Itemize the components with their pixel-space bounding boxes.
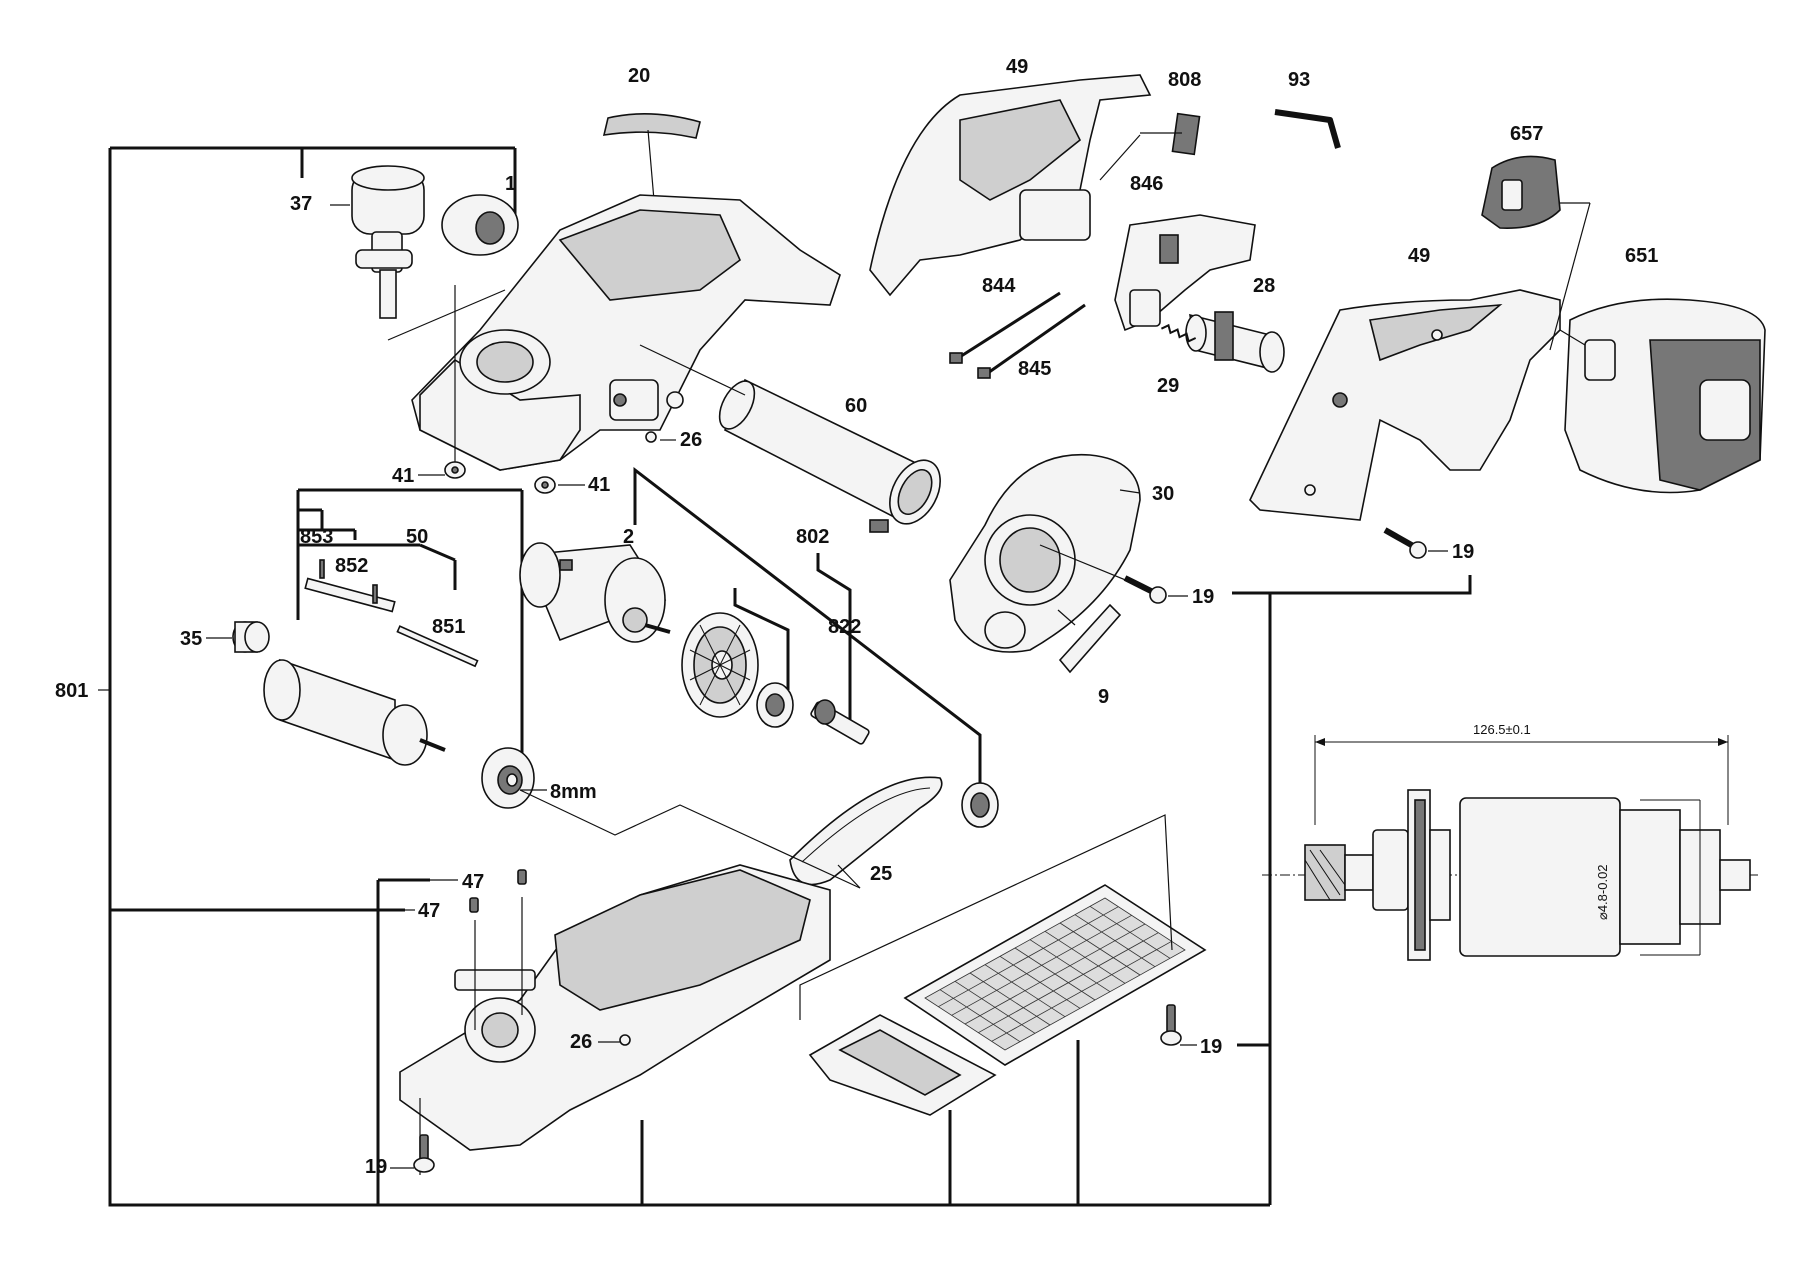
part-657-cap [1481, 155, 1561, 229]
assembly-bracket-50 [296, 488, 524, 770]
label-802: 802 [796, 526, 829, 548]
part-1-main-housing [411, 194, 841, 471]
part-47-pin-b [469, 897, 479, 913]
label-845: 845 [1018, 358, 1051, 380]
label-2: 2 [623, 526, 634, 548]
part-822-shaft [810, 699, 870, 745]
part-851-blade [396, 625, 479, 668]
part-852-blade [304, 577, 396, 613]
label-26-bottom: 26 [570, 1031, 592, 1053]
sole-grid-line [951, 914, 1132, 1016]
label-30: 30 [1152, 483, 1174, 505]
label-808: 808 [1168, 69, 1201, 91]
label-49-top: 49 [1006, 56, 1028, 78]
part-29-spring [1160, 323, 1197, 343]
part-sole-plate [903, 884, 1207, 1066]
part-808-label [1171, 112, 1201, 156]
assembly-bracket-801 [108, 146, 1472, 1207]
label-41-left: 41 [392, 465, 414, 487]
label-leaders [98, 204, 1448, 1169]
part-26-screw-b [619, 1034, 631, 1046]
part-19-screw-b [1123, 575, 1167, 604]
label-60: 60 [845, 395, 867, 417]
part-41-nut-b [534, 476, 556, 494]
part-93-hex-key [1274, 109, 1341, 149]
label-19-sole: 19 [1200, 1036, 1222, 1058]
label-50: 50 [406, 526, 428, 548]
label-1: 1 [505, 173, 516, 195]
label-49-handle: 49 [1408, 245, 1430, 267]
part-30-fan-cover [949, 453, 1141, 653]
motor-detail-drawing [1262, 735, 1760, 961]
label-35: 35 [180, 628, 202, 650]
part-20-label-patch [602, 113, 701, 139]
label-93: 93 [1288, 69, 1310, 91]
part-2-motor [519, 542, 671, 643]
assembly-bracket-802 [633, 466, 982, 790]
sole-grid-line [991, 940, 1172, 1042]
label-844: 844 [982, 275, 1016, 297]
part-labels: 20 49 808 93 657 37 1 846 49 651 844 28 … [55, 56, 1658, 1178]
dimension-length: 126.5±0.1 [1473, 722, 1531, 737]
part-19-screw-d [1160, 1004, 1182, 1046]
label-657: 657 [1510, 123, 1543, 145]
part-845-wire [977, 303, 1086, 379]
label-19-handle: 19 [1452, 541, 1474, 563]
label-37: 37 [290, 193, 312, 215]
label-28: 28 [1253, 275, 1275, 297]
part-844-wire [949, 291, 1061, 364]
part-37-depth-knob [351, 165, 425, 319]
part-blade-guard-plate [808, 1014, 997, 1116]
part-41-nut-a [444, 461, 466, 479]
part-853-pin-b [372, 584, 378, 604]
label-19-base: 19 [365, 1156, 387, 1178]
part-25-drive-belt [789, 776, 943, 886]
label-47-bottom: 47 [418, 900, 440, 922]
label-853: 853 [300, 526, 333, 548]
part-cutter-drum [263, 658, 446, 766]
dimension-diameter: ⌀4.8-0.02 [1595, 864, 1610, 920]
part-60-dust-tube [718, 378, 941, 533]
label-801: 801 [55, 680, 88, 702]
sole-grid-line [938, 906, 1119, 1008]
label-9: 9 [1098, 686, 1109, 708]
part-846-switch [1114, 214, 1256, 332]
label-851: 851 [432, 616, 465, 638]
part-8mm-pulley [481, 747, 535, 809]
part-fan [681, 612, 759, 718]
label-822: 822 [828, 616, 861, 638]
part-853-pin [319, 559, 325, 579]
label-846: 846 [1130, 173, 1163, 195]
sole-grid-line [964, 923, 1146, 1025]
part-19-screw-c [413, 1134, 435, 1173]
label-651: 651 [1625, 245, 1658, 267]
part-651-battery [1564, 298, 1766, 494]
part-bearing [756, 682, 794, 728]
label-8mm: 8mm [550, 781, 597, 803]
label-29: 29 [1157, 375, 1179, 397]
part-drive-pulley [961, 782, 999, 828]
part-28-contact [1185, 311, 1285, 373]
label-20: 20 [628, 65, 650, 87]
part-9-strip [1058, 603, 1122, 674]
label-41-right: 41 [588, 474, 610, 496]
sole-grid-line [978, 932, 1159, 1034]
part-47-pin-a [517, 869, 527, 885]
part-35-bearing [232, 621, 270, 653]
part-base-plate [399, 864, 831, 1151]
label-19-cover: 19 [1192, 586, 1214, 608]
part-49-handle [1249, 289, 1561, 521]
part-49-top-cover [869, 74, 1152, 297]
label-25: 25 [870, 863, 892, 885]
label-852: 852 [335, 555, 368, 577]
label-26-top: 26 [680, 429, 702, 451]
label-47-top: 47 [462, 871, 484, 893]
part-26-screw-a [645, 431, 657, 443]
part-19-screw-a [1383, 527, 1427, 559]
